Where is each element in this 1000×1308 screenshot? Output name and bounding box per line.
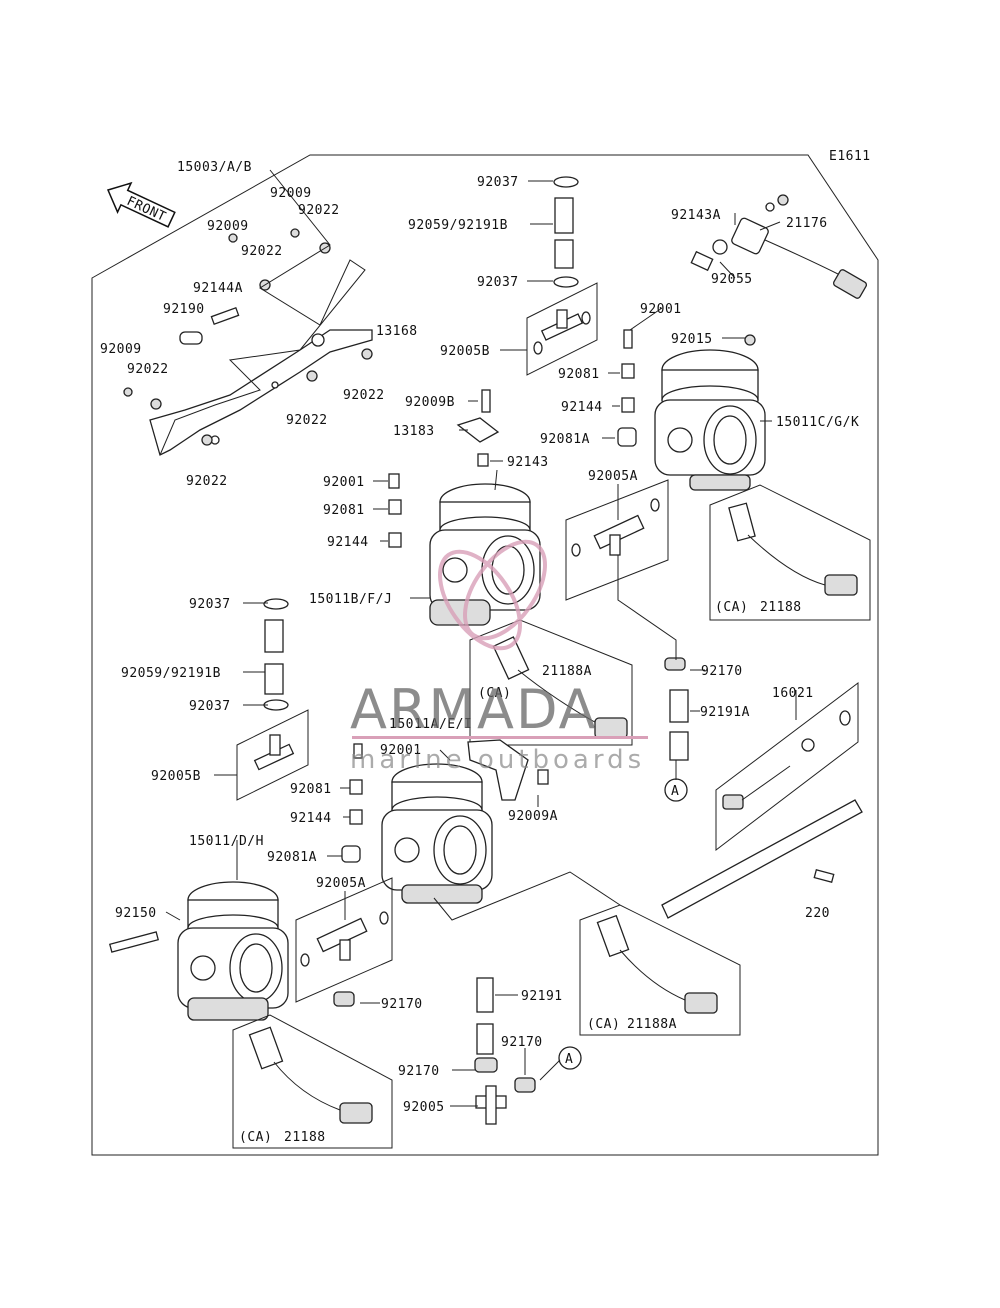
callout-92037-top: 92037 <box>477 175 519 190</box>
right-tee-fitting <box>565 479 669 601</box>
mounting-bracket <box>149 329 373 456</box>
callout-92055: 92055 <box>711 272 753 287</box>
callout-92143: 92143 <box>507 455 549 470</box>
watermark-rule <box>352 736 648 739</box>
callout-92170-d: 92170 <box>398 1064 440 1079</box>
callout-15003: 15003/A/B <box>177 160 252 175</box>
callout-92001-a: 92001 <box>323 475 365 490</box>
callout-15011c: 15011C/G/K <box>776 415 859 430</box>
callout-92191: 92191 <box>521 989 563 1004</box>
reference-a-label-2: A <box>565 1052 573 1067</box>
callout-92005a-a: 92005A <box>588 469 638 484</box>
callout-ca-tag-d: (CA) <box>587 1017 620 1032</box>
callout-ca-tag-a: (CA) <box>715 600 748 615</box>
callout-21188-b: 21188 <box>284 1130 326 1145</box>
callout-13168: 13168 <box>376 324 418 339</box>
carburetor-lower-left <box>177 881 289 1021</box>
throttle-sensor-21176 <box>690 194 868 299</box>
rail-220 <box>661 799 863 919</box>
callout-92081-b: 92081 <box>558 367 600 382</box>
reference-circle-a: A A <box>558 778 688 1070</box>
callout-92005: 92005 <box>403 1100 445 1115</box>
callout-92009-a: 92009 <box>270 186 312 201</box>
lower-tee-fitting <box>295 877 393 1003</box>
callout-92037-left: 92037 <box>189 597 231 612</box>
callout-92009-b: 92009 <box>207 219 249 234</box>
left-hose-set <box>236 598 309 801</box>
callout-92015: 92015 <box>671 332 713 347</box>
watermark-logo-icon <box>438 539 547 651</box>
watermark-title: ARMADA <box>350 678 598 741</box>
watermark-subtitle: marine outboards <box>350 745 645 775</box>
callout-92081a-b: 92081A <box>267 850 317 865</box>
callout-92190: 92190 <box>163 302 205 317</box>
callout-21188-a: 21188 <box>760 600 802 615</box>
callout-92144-b: 92144 <box>561 400 603 415</box>
callout-21188a-b: 21188A <box>627 1017 677 1032</box>
bracket-hardware <box>123 228 373 446</box>
upper-hose-set <box>526 176 598 376</box>
callout-92143a: 92143A <box>671 208 721 223</box>
callout-15011a: 15011A/E/I <box>389 717 472 732</box>
callout-92001-c: 92001 <box>380 743 422 758</box>
leader-lines <box>159 169 797 1107</box>
callout-92037-top2: 92037 <box>477 275 519 290</box>
callout-21188a-a: 21188A <box>542 664 592 679</box>
callout-92022-a: 92022 <box>298 203 340 218</box>
callout-92005a-b: 92005A <box>316 876 366 891</box>
callout-92059-top: 92059/92191B <box>408 218 508 233</box>
callout-92081-a: 92081 <box>323 503 365 518</box>
callout-92081-c: 92081 <box>290 782 332 797</box>
watermark: ARMADA marine outboards <box>350 539 648 775</box>
front-arrow-icon: FRONT <box>106 181 176 228</box>
diagram-frame <box>91 154 879 1156</box>
sensor-box-right <box>709 484 871 621</box>
callout-92144-c: 92144 <box>290 811 332 826</box>
callout-15011-d: 15011/D/H <box>189 834 264 849</box>
callout-92170-b: 92170 <box>381 997 423 1012</box>
diagram-code: E1611 <box>829 149 871 164</box>
callout-92001-b: 92001 <box>640 302 682 317</box>
callout-21176: 21176 <box>786 216 828 231</box>
callout-92009b: 92009B <box>405 395 455 410</box>
callout-92005b-top: 92005B <box>440 344 490 359</box>
callout-92059-left: 92059/92191B <box>121 666 221 681</box>
callout-92144-a: 92144 <box>327 535 369 550</box>
choke-cable-box <box>715 681 859 852</box>
callout-92170-a: 92170 <box>701 664 743 679</box>
callout-ca-tag-b: (CA) <box>478 686 511 701</box>
callout-220: 220 <box>805 906 830 921</box>
carburetor-lower-middle <box>381 763 493 904</box>
callout-92191a: 92191A <box>700 705 750 720</box>
callout-92170-c: 92170 <box>501 1035 543 1050</box>
link-plate <box>467 739 529 801</box>
callout-92081a-a: 92081A <box>540 432 590 447</box>
callout-13183: 13183 <box>393 424 435 439</box>
carburetor-upper-right <box>654 349 766 491</box>
reference-a-label: A <box>671 784 679 799</box>
sensor-box-lower-right <box>579 904 741 1036</box>
callout-92005b-left: 92005B <box>151 769 201 784</box>
callout-92022-e: 92022 <box>286 413 328 428</box>
callout-92144a: 92144A <box>193 281 243 296</box>
callout-15011b: 15011B/F/J <box>309 592 392 607</box>
callout-92009-c: 92009 <box>100 342 142 357</box>
callout-92022-d: 92022 <box>343 388 385 403</box>
callout-labels: 15003/A/B 92009 92009 92022 92022 92144A… <box>100 160 859 1145</box>
callout-16021: 16021 <box>772 686 814 701</box>
callout-92022-f: 92022 <box>186 474 228 489</box>
carb-small-parts <box>108 329 756 953</box>
callout-92009a: 92009A <box>508 809 558 824</box>
sensor-box-lower-left <box>232 1014 393 1149</box>
callout-92022-b: 92022 <box>241 244 283 259</box>
callout-92022-c: 92022 <box>127 362 169 377</box>
callout-92037-left2: 92037 <box>189 699 231 714</box>
vent-hoses <box>333 657 689 1125</box>
callout-92150: 92150 <box>115 906 157 921</box>
callout-ca-tag-c: (CA) <box>239 1130 272 1145</box>
